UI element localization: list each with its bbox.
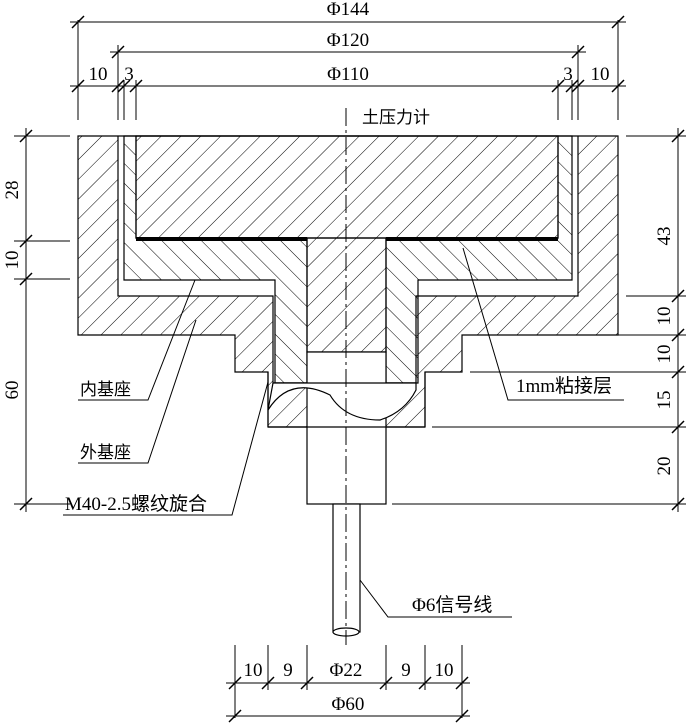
label-outer-base: 外基座 — [80, 443, 131, 463]
dim-left-wall: 10 — [89, 64, 108, 85]
dim-right-15: 15 — [654, 391, 675, 410]
dim-bottom-overall: Φ60 — [332, 694, 365, 715]
dim-bottom-right-outer: 10 — [435, 660, 454, 681]
dim-left-gap: 3 — [124, 64, 134, 85]
dim-left-10: 10 — [2, 251, 23, 270]
leaders — [63, 247, 624, 618]
dim-left-60: 60 — [2, 381, 23, 400]
label-signal-wire: Φ6信号线 — [412, 594, 492, 616]
left-dimensions — [14, 128, 70, 512]
dim-right-10b: 10 — [654, 345, 675, 364]
dim-bottom-right-inner: 9 — [401, 660, 411, 681]
label-adhesive: 1mm粘接层 — [516, 375, 612, 397]
dim-bottom-left-outer: 10 — [244, 660, 263, 681]
dim-phi120: Φ120 — [327, 30, 369, 51]
dim-right-43: 43 — [654, 227, 675, 246]
right-dimensions — [392, 128, 686, 512]
pressure-cell — [135, 135, 559, 239]
dim-phi110: Φ110 — [327, 64, 369, 85]
label-sensor: 土压力计 — [362, 108, 430, 128]
dim-bottom-left-inner: 9 — [283, 660, 293, 681]
dim-right-wall: 10 — [591, 64, 610, 85]
thread-arc — [267, 382, 417, 421]
dim-right-gap: 3 — [563, 64, 573, 85]
dim-right-20: 20 — [654, 457, 675, 476]
dim-phi144: Φ144 — [327, 0, 370, 20]
dim-right-10a: 10 — [654, 307, 675, 326]
dim-left-28: 28 — [2, 181, 23, 200]
bottom-dimensions — [226, 645, 470, 723]
dim-bottom-center: Φ22 — [330, 660, 363, 681]
top-dimensions — [70, 15, 626, 120]
label-thread: M40-2.5螺纹旋合 — [65, 493, 207, 515]
label-inner-base: 内基座 — [80, 380, 131, 400]
